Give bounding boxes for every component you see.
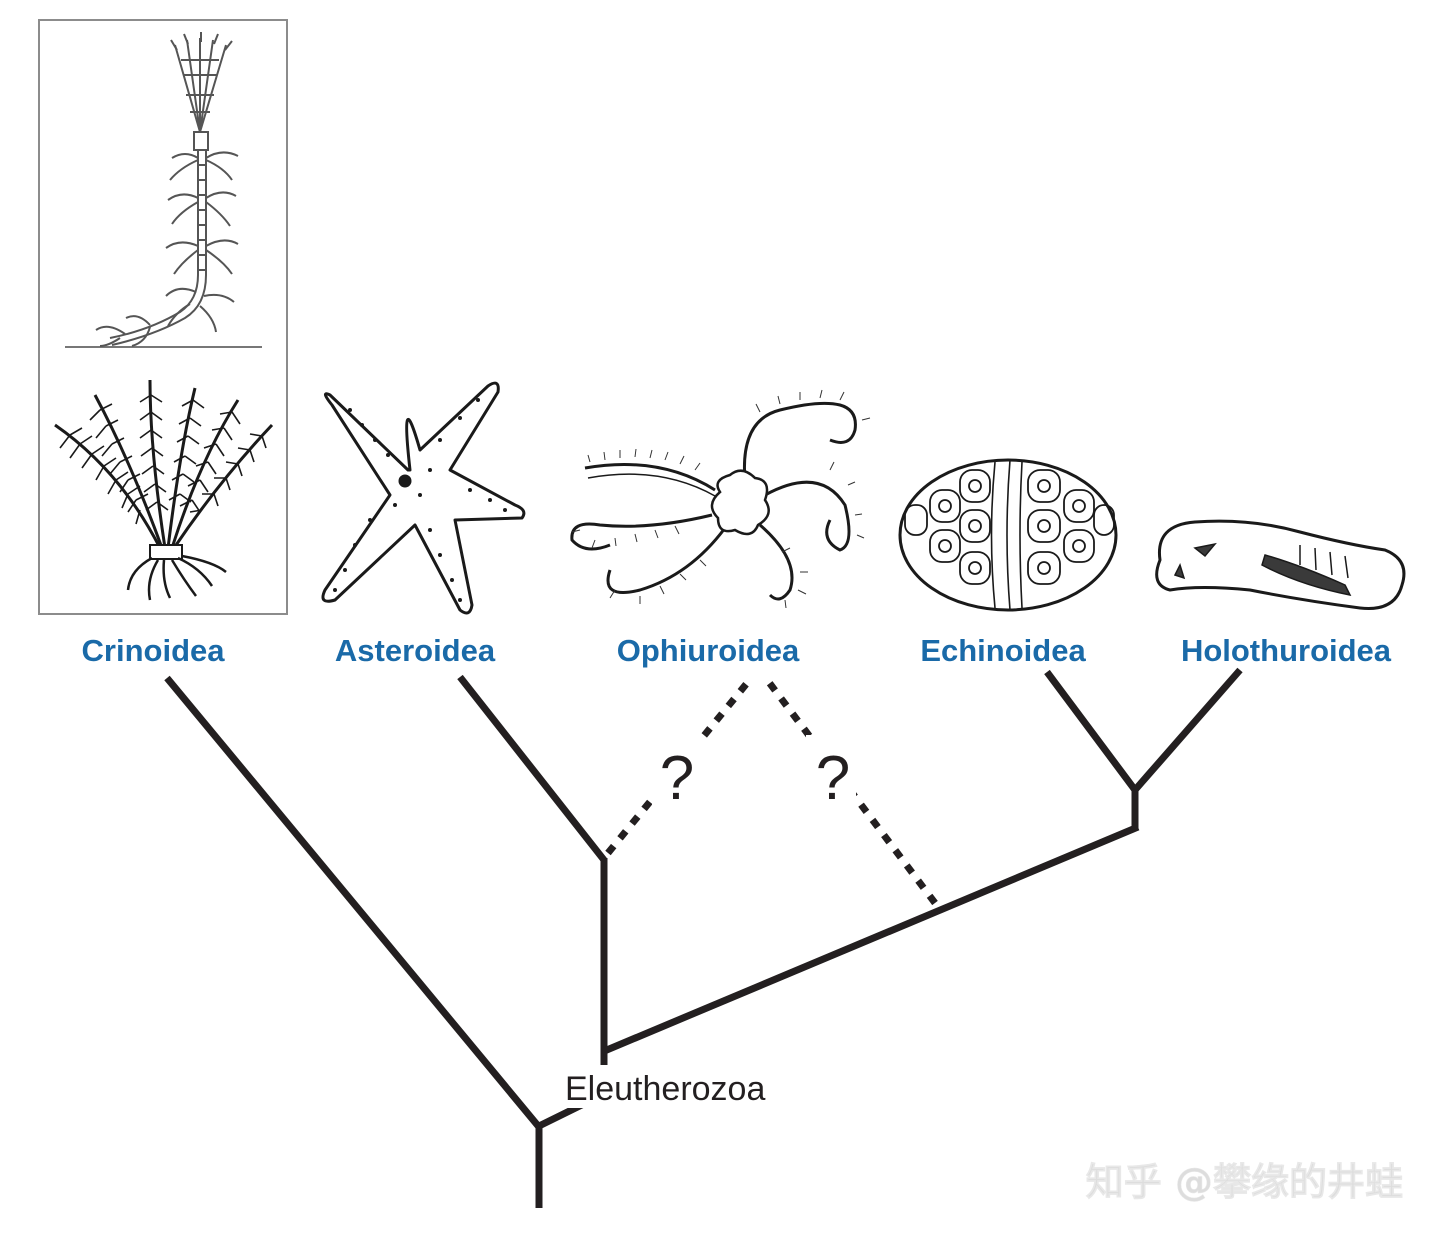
clade-label-eleutherozoa: Eleutherozoa xyxy=(565,1070,765,1108)
taxon-label-asteroidea: Asteroidea xyxy=(335,633,496,668)
crinoid-stalked-icon xyxy=(65,32,262,347)
watermark: 知乎 @攀缘的井蛙 xyxy=(1086,1160,1403,1204)
sea-urchin-icon xyxy=(900,460,1116,610)
branch-holothuroidea xyxy=(1135,670,1240,790)
taxon-label-holothuroidea: Holothuroidea xyxy=(1181,633,1392,668)
uncertain-placement-mark-1: ? xyxy=(660,744,694,813)
branch-echinoidea xyxy=(1047,672,1135,790)
sea-cucumber-icon xyxy=(1157,521,1404,608)
branch-asteroidea xyxy=(460,677,604,860)
uncertain-placement-mark-2: ? xyxy=(816,744,850,813)
tree-branches xyxy=(167,670,1240,1208)
brittle-star-icon xyxy=(572,390,870,608)
branch-echinozoa-lineage xyxy=(602,827,1138,1052)
taxon-label-crinoidea: Crinoidea xyxy=(82,633,226,668)
taxon-label-echinoidea: Echinoidea xyxy=(920,633,1086,668)
crinoid-feather-star-icon xyxy=(55,380,272,600)
taxon-label-ophiuroidea: Ophiuroidea xyxy=(617,633,800,668)
branch-crinoidea xyxy=(167,678,539,1127)
sea-star-icon xyxy=(323,383,524,613)
